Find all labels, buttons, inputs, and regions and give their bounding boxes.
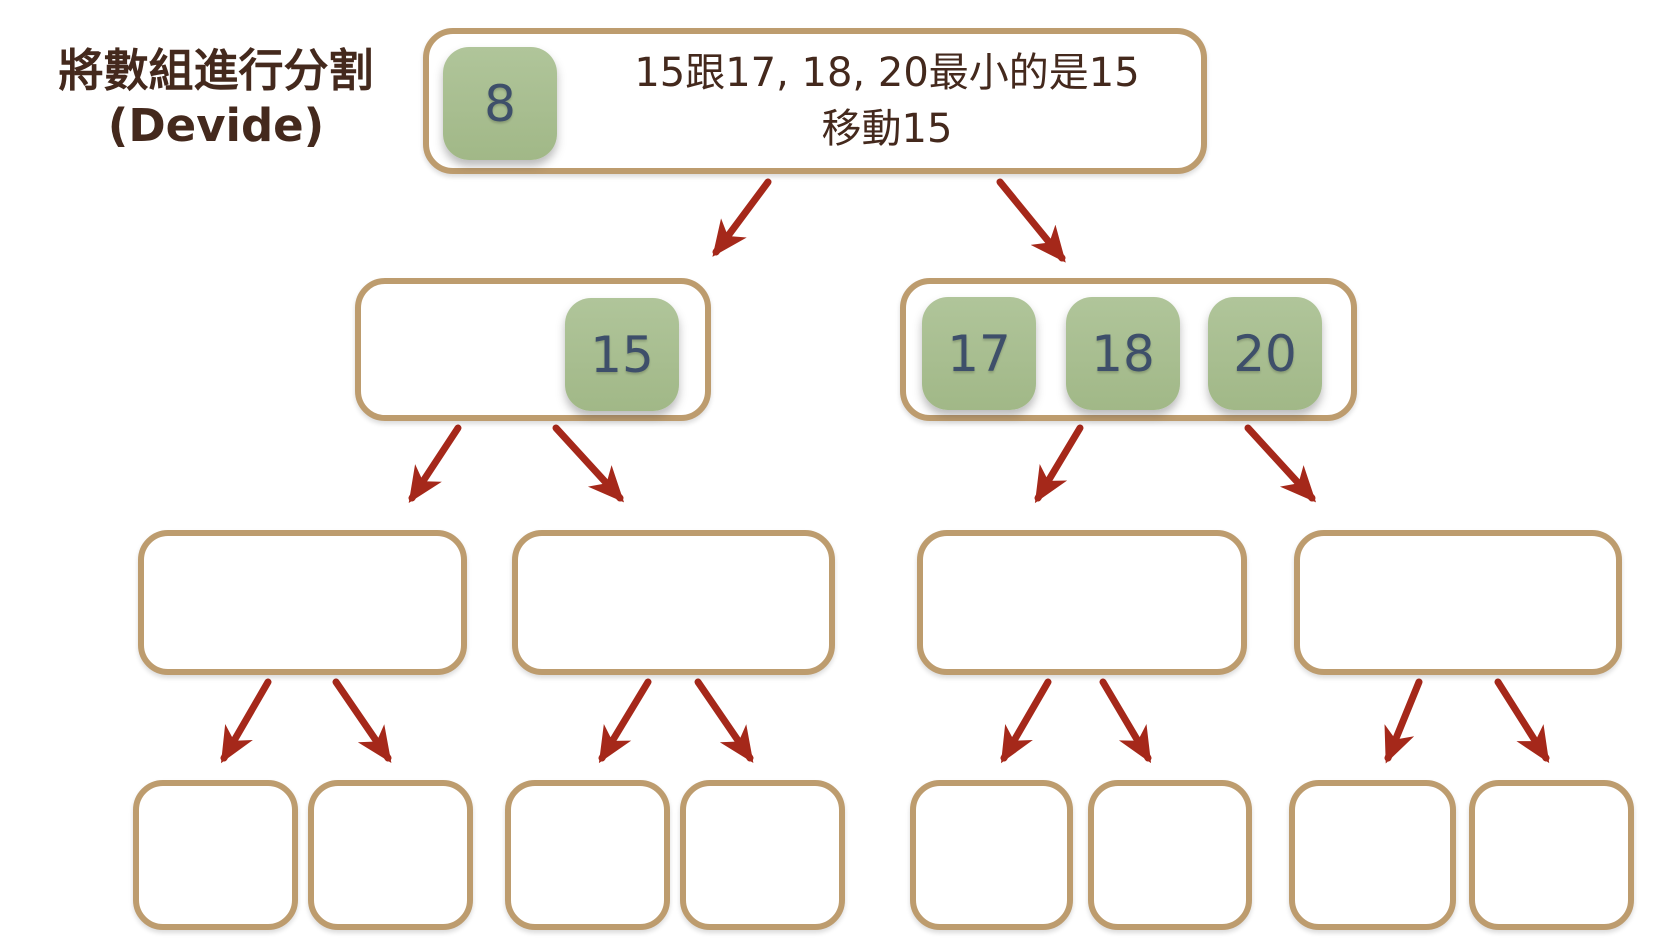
node-level4-6	[1088, 780, 1252, 930]
title-line-2: (Devide)	[107, 98, 325, 152]
root-note-line-2: 移動15	[821, 106, 953, 152]
root-note: 15跟17, 18, 20最小的是15 移動15	[589, 34, 1185, 168]
arrow-root-to-right	[996, 178, 1066, 263]
tile-20: 20	[1208, 297, 1322, 410]
title-line-1: 將數組進行分割	[58, 44, 374, 97]
arrow-B-to-4	[694, 678, 754, 763]
node-level4-5	[910, 780, 1073, 930]
node-level3-A	[138, 530, 467, 675]
tile-15-value: 15	[590, 325, 654, 384]
arrow-C-to-5	[1000, 678, 1052, 764]
tile-20-value: 20	[1233, 324, 1297, 383]
tile-17-value: 17	[947, 324, 1011, 383]
arrow-D-to-7	[1384, 678, 1423, 764]
tile-8-value: 8	[484, 74, 516, 133]
node-level4-3	[505, 780, 670, 930]
arrow-A-to-2	[332, 678, 392, 763]
arrow-root-to-left	[712, 178, 772, 257]
arrow-right-to-D	[1244, 424, 1317, 503]
node-level4-2	[308, 780, 473, 930]
tile-15: 15	[565, 298, 679, 411]
node-root: 8 15跟17, 18, 20最小的是15 移動15	[423, 28, 1207, 174]
node-level4-4	[680, 780, 845, 930]
tile-18: 18	[1066, 297, 1180, 410]
node-level3-B	[512, 530, 835, 675]
root-note-line-1: 15跟17, 18, 20最小的是15	[634, 50, 1140, 96]
arrow-left-to-B	[552, 424, 625, 503]
arrow-right-to-C	[1034, 424, 1084, 504]
arrow-left-to-A	[408, 424, 462, 504]
tile-18-value: 18	[1091, 324, 1155, 383]
diagram-title: 將數組進行分割 (Devide)	[18, 44, 414, 154]
arrow-B-to-3	[598, 678, 652, 764]
node-level2-left: 15	[355, 278, 711, 421]
tile-17: 17	[922, 297, 1036, 410]
node-level2-right: 17 18 20	[900, 278, 1357, 421]
node-level4-1	[133, 780, 298, 930]
node-level4-8	[1469, 780, 1634, 930]
arrow-A-to-1	[220, 678, 272, 764]
tile-8: 8	[443, 47, 557, 160]
node-level4-7	[1289, 780, 1456, 930]
node-level3-D	[1294, 530, 1622, 675]
arrow-C-to-6	[1099, 678, 1152, 764]
arrow-D-to-8	[1494, 678, 1550, 764]
node-level3-C	[917, 530, 1247, 675]
